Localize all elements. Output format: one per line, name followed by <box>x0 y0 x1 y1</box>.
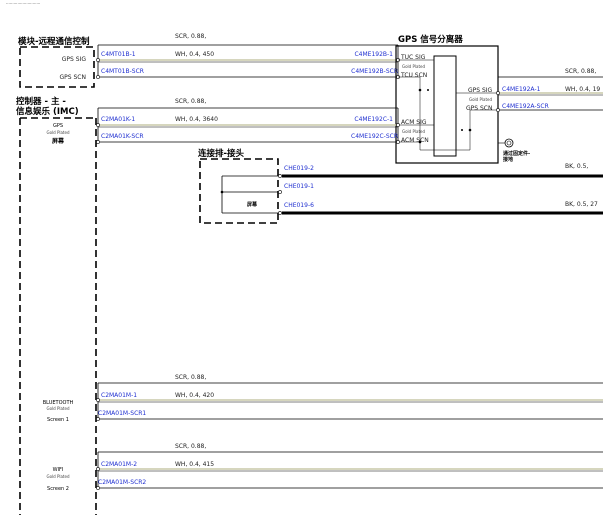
splitter-pin-acm-sig: ACM SIG <box>401 119 427 126</box>
imc-gps-screen: 屏幕 <box>51 137 65 145</box>
terminal-pin <box>96 123 100 127</box>
splitter-pin-acm-scn: ACM SCN <box>401 137 429 144</box>
connector-c4me192c-1[interactable]: C4ME192C-1 <box>354 116 393 123</box>
connector-c4mt01b-scr[interactable]: C4MT01B-SCR <box>101 68 144 75</box>
terminal-pin <box>278 211 282 215</box>
splitter-gold-3: Gold Plated <box>469 97 492 102</box>
terminal-pin <box>396 123 400 127</box>
wire-label-scr-6: SCR, 0.88, <box>175 374 206 381</box>
terminal-pin <box>96 467 100 471</box>
splitter-gold-1: Gold Plated <box>402 64 425 69</box>
connector-c4me192b-scr[interactable]: C4ME192B-SCR <box>351 68 398 75</box>
splice-dot <box>220 190 224 194</box>
telematics-title: 模块-远程通信控制 <box>18 36 90 47</box>
splitter-title: GPS 信号分离器 <box>398 34 463 45</box>
splitter-pin-tuc-sig: TUC SIG <box>400 54 426 61</box>
imc-title-line1: 控制器 - 主 - <box>16 96 66 107</box>
splice-dot <box>468 128 472 132</box>
splitter-pin-gps-sig: GPS SIG <box>468 87 493 94</box>
ground-icon[interactable] <box>504 138 514 148</box>
imc-title-line2: 信息娱乐 (IMC) <box>16 106 79 117</box>
splitter-gold-2: Gold Plated <box>402 129 425 134</box>
connector-che019-1[interactable]: CHE019-1 <box>284 183 314 190</box>
splitter-core <box>433 55 457 157</box>
connector-c2ma01k-scr[interactable]: C2MA01K-SCR <box>101 133 144 140</box>
bluetooth-label: BLUETOOTH <box>43 400 74 406</box>
connector-c4me192a-1[interactable]: C4ME192A-1 <box>502 86 541 93</box>
splitter-pin-tcu-scn: TCU SCN <box>400 72 427 79</box>
terminal-pin <box>96 140 100 144</box>
ground-label-2: 接地 <box>502 156 513 163</box>
wire-label-scr-1: SCR, 0.88, <box>175 33 206 40</box>
busbar-title: 连接排-接头 <box>198 148 245 159</box>
wifi-label: WIFI <box>53 467 64 473</box>
connector-c4mt01b-1[interactable]: C4MT01B-1 <box>101 51 136 58</box>
telematics-module-box[interactable] <box>19 46 95 88</box>
wire-label-scr-7: SCR, 0.88, <box>175 443 206 450</box>
connector-che019-6[interactable]: CHE019-6 <box>284 202 314 209</box>
terminal-pin <box>96 398 100 402</box>
connector-c2ma01m-2[interactable]: C2MA01M-2 <box>101 461 137 468</box>
telematics-pin-gps-scn: GPS SCN <box>60 74 86 81</box>
terminal-pin <box>96 75 100 79</box>
terminal-pin <box>278 190 282 194</box>
terminal-pin <box>278 174 282 178</box>
wire-label-bk-1: BK, 0.5, <box>565 163 588 170</box>
wire-label-scr-2: SCR, 0.88, <box>175 98 206 105</box>
telematics-pin-gps-sig: GPS SIG <box>62 56 87 63</box>
connector-c4me192b-1[interactable]: C4ME192B-1 <box>354 51 393 58</box>
wifi-screen: Screen 2 <box>47 486 69 492</box>
splice-dot <box>418 88 422 92</box>
wifi-gold: Gold Plated <box>46 474 69 479</box>
terminal-pin <box>96 486 100 490</box>
splice-dot <box>427 89 429 91</box>
bluetooth-gold: Gold Plated <box>46 406 69 411</box>
connector-c2ma01m-scr2[interactable]: C2MA01M-SCR2 <box>98 479 146 486</box>
wire-label-wh-3: WH, 0.4, 19 <box>565 86 600 93</box>
terminal-pin <box>396 140 400 144</box>
connector-c2ma01m-scr1[interactable]: C2MA01M-SCR1 <box>98 410 146 417</box>
connector-c2ma01m-1[interactable]: C2MA01M-1 <box>101 392 137 399</box>
wire-label-wh-7: WH, 0.4, 415 <box>175 461 214 468</box>
bluetooth-screen: Screen 1 <box>47 417 69 423</box>
wire-label-scr-3: SCR, 0.88, <box>565 68 596 75</box>
wire-label-wh-6: WH, 0.4, 420 <box>175 392 214 399</box>
wire-label-wh-1: WH, 0.4, 450 <box>175 51 214 58</box>
connector-che019-2[interactable]: CHE019-2 <box>284 165 314 172</box>
connector-c4me192a-scr[interactable]: C4ME192A-SCR <box>502 103 549 110</box>
terminal-pin <box>96 417 100 421</box>
ground-icon-inner <box>506 140 512 146</box>
splice-dot <box>418 140 422 144</box>
header-caption: ··························· <box>6 1 40 6</box>
ground-label-1: 通过固定件- <box>503 150 530 157</box>
splitter-pin-gps-scn: GPS SCN <box>466 105 492 112</box>
connector-c2ma01k-1[interactable]: C2MA01K-1 <box>101 116 135 123</box>
imc-gps-gold: Gold Plated <box>46 130 69 135</box>
wire-label-wh-2: WH, 0.4, 3640 <box>175 116 218 123</box>
terminal-pin <box>496 108 500 112</box>
terminal-pin <box>96 58 100 62</box>
imc-gps-label: GPS <box>53 123 63 129</box>
busbar-box[interactable] <box>199 158 279 224</box>
busbar-screen: 屏幕 <box>246 201 258 208</box>
splice-dot <box>461 129 463 131</box>
wire-label-bk-2: BK, 0.5, 27 <box>565 201 598 208</box>
connector-c4me192c-scr[interactable]: C4ME192C-SCR <box>351 133 398 140</box>
terminal-pin <box>496 91 500 95</box>
